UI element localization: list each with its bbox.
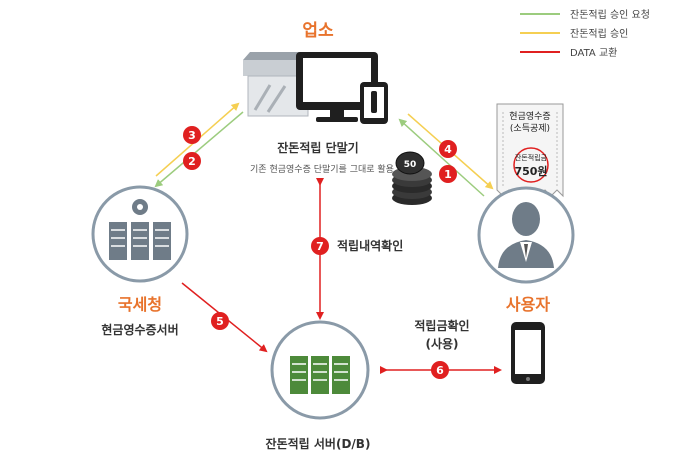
svg-text:6: 6 [436, 364, 444, 377]
step-badge-5: 5 [211, 312, 229, 330]
mobile-phone-icon [511, 322, 545, 384]
arrow-step2 [154, 111, 244, 188]
terminal-label: 잔돈적립 단말기 [277, 140, 358, 155]
step-badge-7: 7 [311, 237, 329, 255]
coins-icon: 50 [392, 151, 432, 205]
nts-server-icon [109, 222, 171, 260]
db-label: 잔돈적립 서버(D/B) [266, 436, 371, 451]
db-server-node [270, 320, 370, 420]
receipt-stamp-label: 잔돈적립금 [515, 153, 548, 162]
terminal-note: 기존 현금영수증 단말기를 그대로 활용 [250, 163, 394, 175]
step7-label: 적립내역확인 [337, 238, 403, 253]
receipt-stamp [513, 147, 549, 183]
step-badge-2: 2 [183, 152, 201, 170]
nts-server-node [91, 185, 189, 283]
step-badge-1: 1 [439, 165, 457, 183]
legend: 잔돈적립 승인 요청 잔돈적립 승인 DATA 교환 [520, 8, 650, 59]
step-badge-4: 4 [439, 140, 457, 158]
receipt-line1: 현금영수증 [509, 111, 550, 122]
svg-text:3: 3 [188, 129, 196, 142]
user-avatar-icon [498, 202, 554, 268]
legend-data-label: DATA 교환 [570, 47, 617, 59]
step6-label-line1: 적립금확인 [414, 318, 469, 333]
user-node [477, 186, 575, 284]
svg-text:5: 5 [216, 315, 224, 328]
receipt-stamp-value: 750원 [514, 164, 547, 178]
step-badge-3: 3 [183, 126, 201, 144]
step-badge-6: 6 [431, 361, 449, 379]
svg-text:2: 2 [188, 155, 196, 168]
legend-approve-label: 잔돈적립 승인 [570, 27, 628, 40]
store-title: 업소 [302, 21, 334, 41]
svg-text:4: 4 [444, 143, 452, 156]
coin-value: 50 [404, 160, 417, 170]
terminal-phone-icon [360, 82, 388, 124]
arrow-step1 [398, 118, 485, 197]
receipt-icon: 현금영수증 (소득공제) 잔돈적립금 750원 [496, 103, 564, 198]
nts-subtitle: 현금영수증서버 [101, 322, 178, 337]
db-server-icon [290, 356, 350, 394]
svg-text:7: 7 [316, 240, 324, 253]
step6-label-line2: (사용) [425, 336, 458, 351]
svg-text:1: 1 [444, 168, 452, 181]
terminal-monitor-icon [296, 52, 378, 122]
legend-request-label: 잔돈적립 승인 요청 [570, 8, 650, 21]
receipt-line2: (소득공제) [510, 123, 550, 134]
nts-title: 국세청 [118, 295, 162, 314]
user-title: 사용자 [506, 295, 550, 314]
